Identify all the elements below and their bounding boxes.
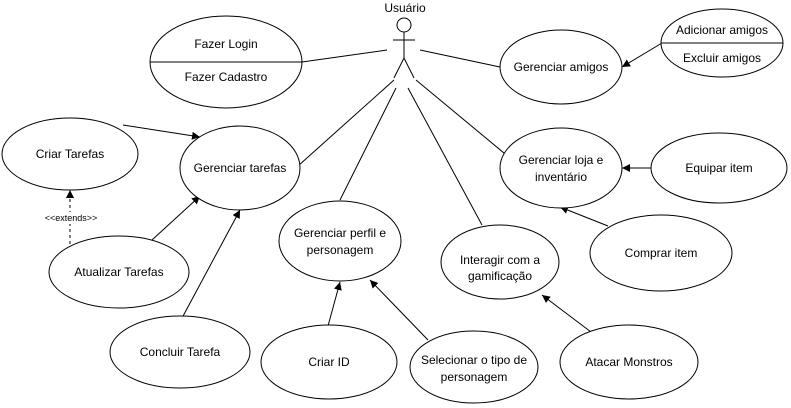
assoc-friends bbox=[419, 49, 501, 68]
usecase-concluir-tarefa-label: Concluir Tarefa bbox=[140, 345, 221, 359]
usecase-gerenciar-tarefas-label: Gerenciar tarefas bbox=[194, 161, 287, 175]
usecase-equipar-item: Equipar item bbox=[650, 132, 788, 204]
usecase-gerenciar-perfil-label-1: Gerenciar perfil e bbox=[294, 226, 386, 240]
arrow-buy-to-shop bbox=[559, 206, 609, 227]
arrow-create-to-tasks bbox=[122, 124, 201, 140]
extends-label: <<extends>> bbox=[45, 213, 98, 223]
actor-usuario: Usuário bbox=[384, 1, 426, 79]
usecase-login-cadastro: Fazer Login Fazer Cadastro bbox=[149, 15, 303, 109]
arrow-complete-to-tasks bbox=[181, 209, 241, 319]
assoc-profile bbox=[339, 87, 397, 201]
usecase-atacar-monstros: Atacar Monstros bbox=[559, 324, 699, 400]
arrow-select-to-profile bbox=[369, 279, 429, 341]
usecase-atualizar-tarefas-label: Atualizar Tarefas bbox=[74, 265, 163, 279]
usecase-equipar-item-label: Equipar item bbox=[685, 161, 752, 175]
usecase-excluir-amigos-label: Excluir amigos bbox=[683, 51, 761, 65]
extends-label-bg bbox=[40, 212, 102, 224]
arrow-update-to-tasks bbox=[151, 195, 201, 241]
actor-right-leg bbox=[403, 57, 415, 79]
actor-head bbox=[396, 17, 412, 33]
usecase-adicionar-amigos-label: Adicionar amigos bbox=[676, 23, 768, 37]
assoc-shop bbox=[415, 79, 511, 159]
usecase-concluir-tarefa: Concluir Tarefa bbox=[109, 315, 251, 389]
assoc-login bbox=[301, 49, 388, 63]
usecase-gerenciar-amigos-label: Gerenciar amigos bbox=[514, 60, 609, 74]
usecase-criar-tarefas-label: Criar Tarefas bbox=[36, 147, 104, 161]
usecase-atacar-monstros-label: Atacar Monstros bbox=[585, 355, 672, 369]
usecase-comprar-item-label: Comprar item bbox=[625, 246, 698, 260]
arrow-createid-to-profile bbox=[327, 281, 342, 327]
usecase-criar-tarefas: Criar Tarefas bbox=[1, 117, 139, 191]
usecase-selecionar-personagem-label-2: personagem bbox=[441, 370, 508, 384]
usecase-gerenciar-perfil-label-2: personagem bbox=[307, 243, 374, 257]
arrow-attack-to-gamification bbox=[541, 294, 596, 336]
usecase-interagir-gamificacao-label-2: gamificação bbox=[468, 269, 532, 283]
usecase-comprar-item: Comprar item bbox=[589, 214, 733, 292]
usecase-selecionar-personagem-label-1: Selecionar o tipo de bbox=[421, 353, 527, 367]
usecase-gerenciar-loja-label-1: Gerenciar loja e bbox=[519, 153, 604, 167]
usecase-gerenciar-amigos: Gerenciar amigos bbox=[499, 29, 623, 105]
usecase-gerenciar-perfil: Gerenciar perfil e personagem bbox=[278, 200, 402, 282]
usecase-gerenciar-loja: Gerenciar loja e inventário bbox=[499, 127, 623, 209]
usecase-adicionar-excluir-amigos: Adicionar amigos Excluir amigos bbox=[660, 8, 784, 78]
actor-left-leg bbox=[393, 57, 405, 79]
assoc-tasks bbox=[297, 79, 395, 167]
arrow-add-to-friends bbox=[621, 42, 663, 68]
usecase-criar-id-label: Criar ID bbox=[308, 355, 350, 369]
assoc-gamification bbox=[407, 87, 483, 226]
usecase-gerenciar-tarefas: Gerenciar tarefas bbox=[179, 125, 301, 211]
usecase-gerenciar-loja-label-2: inventário bbox=[535, 170, 587, 184]
usecase-cadastro-label: Fazer Cadastro bbox=[185, 70, 268, 84]
usecase-interagir-gamificacao-label-1: Interagir com a bbox=[460, 253, 540, 267]
usecase-interagir-gamificacao: Interagir com a gamificação bbox=[440, 224, 560, 300]
usecase-login-label: Fazer Login bbox=[194, 37, 257, 51]
actor-label: Usuário bbox=[384, 1, 426, 15]
usecase-criar-id: Criar ID bbox=[260, 324, 398, 400]
usecase-selecionar-personagem: Selecionar o tipo de personagem bbox=[409, 330, 539, 404]
usecase-atualizar-tarefas: Atualizar Tarefas bbox=[48, 235, 190, 309]
